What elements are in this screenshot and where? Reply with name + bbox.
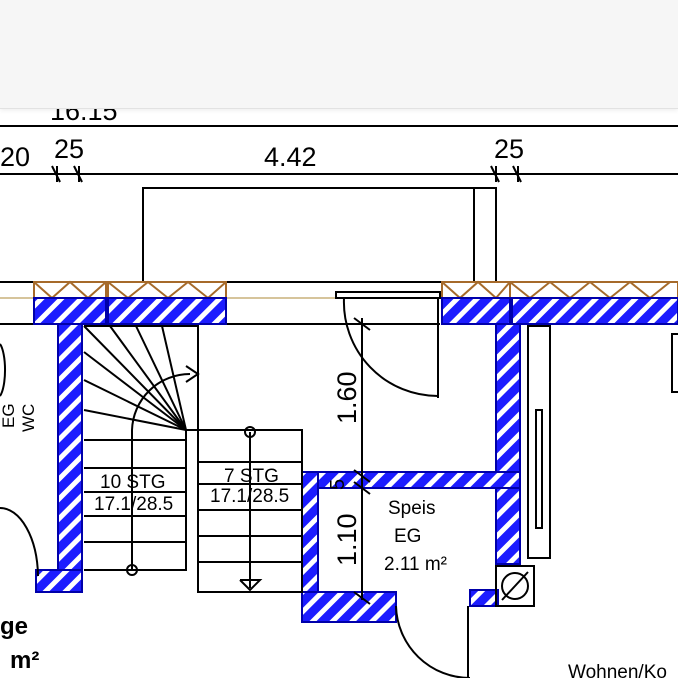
room-wc-level: EG bbox=[0, 403, 18, 428]
dim-5: 5 bbox=[327, 479, 349, 490]
dimension-lines bbox=[0, 125, 678, 183]
window-frame bbox=[527, 325, 678, 559]
dim-160: 1.60 bbox=[332, 371, 362, 424]
app-top-bar bbox=[0, 0, 678, 109]
dim-25-right: 25 bbox=[494, 134, 524, 164]
room-speis-name: Speis bbox=[388, 498, 436, 519]
vertical-dimension bbox=[353, 317, 371, 605]
stairs-right-steps: 7 STG bbox=[224, 466, 279, 487]
room-speis-area: 2.11 m² bbox=[384, 554, 447, 575]
room-speis-level: EG bbox=[394, 526, 421, 547]
stairs-left-steps: 10 STG bbox=[100, 472, 165, 493]
doors bbox=[0, 291, 471, 678]
outline-rectangle bbox=[142, 187, 497, 283]
stairs-right bbox=[197, 426, 303, 593]
stairs-left-ratio: 17.1/28.5 bbox=[94, 494, 173, 515]
dim-25-left: 25 bbox=[54, 134, 84, 164]
stairs-left bbox=[83, 325, 200, 576]
walls bbox=[33, 297, 678, 623]
dim-110: 1.10 bbox=[332, 513, 362, 566]
room-left-partial-name: ge bbox=[0, 613, 28, 640]
dim-20: 20 bbox=[0, 142, 30, 172]
stairs-right-ratio: 17.1/28.5 bbox=[210, 486, 289, 507]
chimney-shaft bbox=[495, 565, 535, 607]
room-wc-name: WC bbox=[19, 404, 38, 432]
dim-442: 4.42 bbox=[264, 142, 317, 172]
room-left-partial-area: m² bbox=[10, 647, 39, 674]
room-wohnen-partial: Wohnen/Ko bbox=[568, 662, 667, 678]
